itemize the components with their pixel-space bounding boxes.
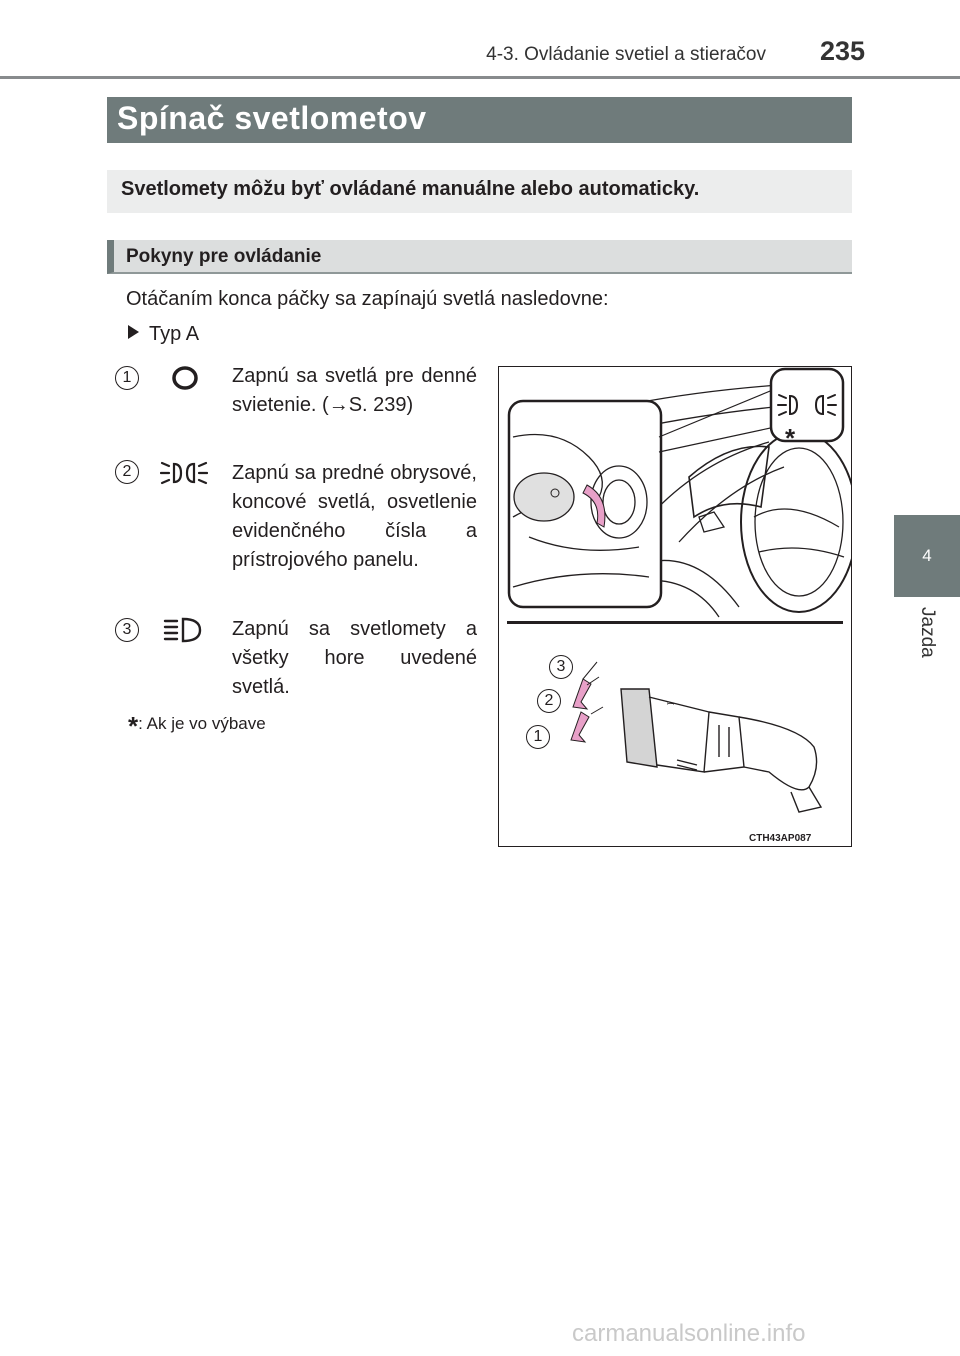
side-marker-lights-icon: [159, 457, 209, 494]
item-text-3: Zapnú sa svetlomety a všetky hore uveden…: [232, 615, 477, 702]
figure-callout-2: 2: [537, 689, 561, 713]
illustration-drawing: ꟷ: [507, 367, 858, 813]
figure-callout-3: 3: [549, 655, 573, 679]
rotation-arrow-icon: [582, 484, 606, 528]
figure-divider: [507, 621, 843, 624]
item-text-3-body: Zapnú sa svetlomety a všetky hore uveden…: [232, 618, 477, 698]
footnote: *: Ak je vo výbave: [128, 711, 266, 742]
item-text-1: Zapnú sa svetlá pre denné svietenie. (→S…: [232, 362, 477, 420]
headlight-icon: [163, 615, 203, 650]
svg-text:ꟷ: ꟷ: [667, 699, 674, 709]
footnote-text: : Ak je vo výbave: [138, 714, 266, 733]
chapter-label: Jazda: [894, 597, 960, 697]
item-text-2: Zapnú sa predné obrysové, koncové svetlá…: [232, 459, 477, 575]
summary-box: Svetlomety môžu byť ovládané manuálne al…: [107, 170, 852, 213]
summary-text: Svetlomety môžu byť ovládané manuálne al…: [121, 178, 700, 200]
figure-star: *: [785, 423, 796, 453]
headlight-switch-illustration: ꟷ 3 2 1 * CTH43AP087: [498, 366, 858, 847]
page-number: 235: [820, 36, 866, 66]
type-label-line: Typ A: [128, 323, 199, 346]
callout-bubble: [769, 367, 845, 443]
drl-icon: [170, 364, 200, 397]
chapter-tab: 4: [894, 515, 960, 597]
arrow-position-1-icon: [570, 711, 590, 743]
figure-callout-1: 1: [526, 725, 550, 749]
subheading-bar: Pokyny pre ovládanie: [107, 240, 852, 274]
header-section-title: 4-3. Ovládanie svetiel a stieračov: [486, 44, 766, 65]
chapter-name: Jazda: [917, 607, 938, 658]
page-title-bar: Spínač svetlometov: [107, 97, 852, 143]
header-divider: [0, 76, 960, 79]
side-marker-lights-icon-callout: [777, 394, 837, 416]
intro-text: Otáčaním konca páčky sa zapínajú svetlá …: [126, 288, 609, 310]
item-number-2: 2: [115, 460, 139, 484]
arrow-position-2-icon: [572, 678, 592, 710]
triangle-bullet-icon: [128, 325, 139, 339]
footer-watermark-url: carmanualsonline.info: [572, 1320, 806, 1347]
figure-code: CTH43AP087: [749, 833, 812, 844]
zoom-inset: [507, 399, 663, 609]
page-title: Spínač svetlometov: [117, 100, 427, 136]
footnote-star: *: [128, 711, 139, 741]
item-text-2-body: Zapnú sa predné obrysové, koncové svetlá…: [232, 462, 477, 571]
chapter-number: 4: [922, 546, 932, 565]
item-text-1-body: Zapnú sa svetlá pre denné svietenie. (→S…: [232, 365, 477, 416]
type-label: Typ A: [149, 323, 200, 345]
item-number-1: 1: [115, 366, 139, 390]
item-number-3: 3: [115, 618, 139, 642]
subheading-text: Pokyny pre ovládanie: [126, 246, 322, 267]
